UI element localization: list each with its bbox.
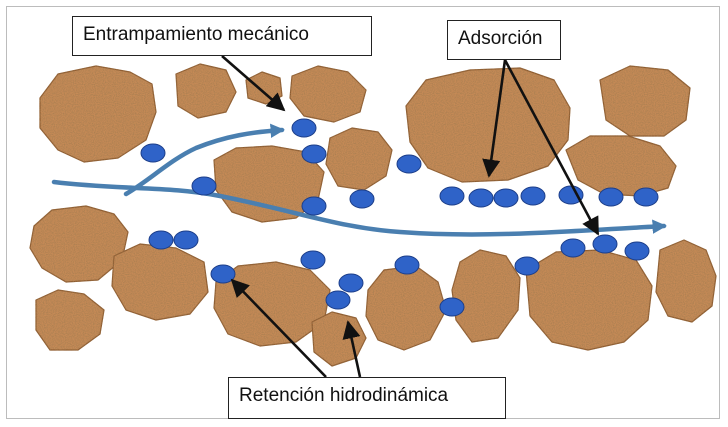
rock-grain xyxy=(600,66,690,136)
particle xyxy=(211,265,235,283)
particle xyxy=(395,256,419,274)
particle xyxy=(326,291,350,309)
particle xyxy=(440,187,464,205)
particle xyxy=(634,188,658,206)
label-adsorption: Adsorción xyxy=(447,20,561,60)
particle xyxy=(141,144,165,162)
rock-grain xyxy=(40,66,156,162)
rock-grain xyxy=(366,266,446,350)
particle xyxy=(149,231,173,249)
particle xyxy=(469,189,493,207)
rock-grain xyxy=(246,72,282,104)
label-mechanical-trapping: Entrampamiento mecánico xyxy=(72,16,372,56)
rock-grain xyxy=(312,312,366,366)
particle xyxy=(397,155,421,173)
particle xyxy=(339,274,363,292)
rock-grain xyxy=(36,290,104,350)
particle xyxy=(292,119,316,137)
particle xyxy=(599,188,623,206)
particle xyxy=(302,145,326,163)
particle xyxy=(521,187,545,205)
particle xyxy=(350,190,374,208)
rock-grain xyxy=(566,136,676,196)
particle xyxy=(515,257,539,275)
label-hydrodynamic-retention: Retención hidrodinámica xyxy=(228,377,506,419)
particle xyxy=(302,197,326,215)
rock-grain xyxy=(112,244,208,320)
rock-grain xyxy=(290,66,366,122)
particle xyxy=(192,177,216,195)
rock-grain xyxy=(526,250,652,350)
particle xyxy=(301,251,325,269)
rock-grain xyxy=(176,64,236,118)
rock-grain xyxy=(656,240,716,322)
particle xyxy=(494,189,518,207)
particle xyxy=(625,242,649,260)
rock-grains xyxy=(30,64,716,366)
particle xyxy=(174,231,198,249)
particle xyxy=(440,298,464,316)
particle xyxy=(561,239,585,257)
particle xyxy=(593,235,617,253)
rock-grain xyxy=(326,128,392,190)
rock-grain xyxy=(406,68,570,182)
rock-grain xyxy=(452,250,520,342)
